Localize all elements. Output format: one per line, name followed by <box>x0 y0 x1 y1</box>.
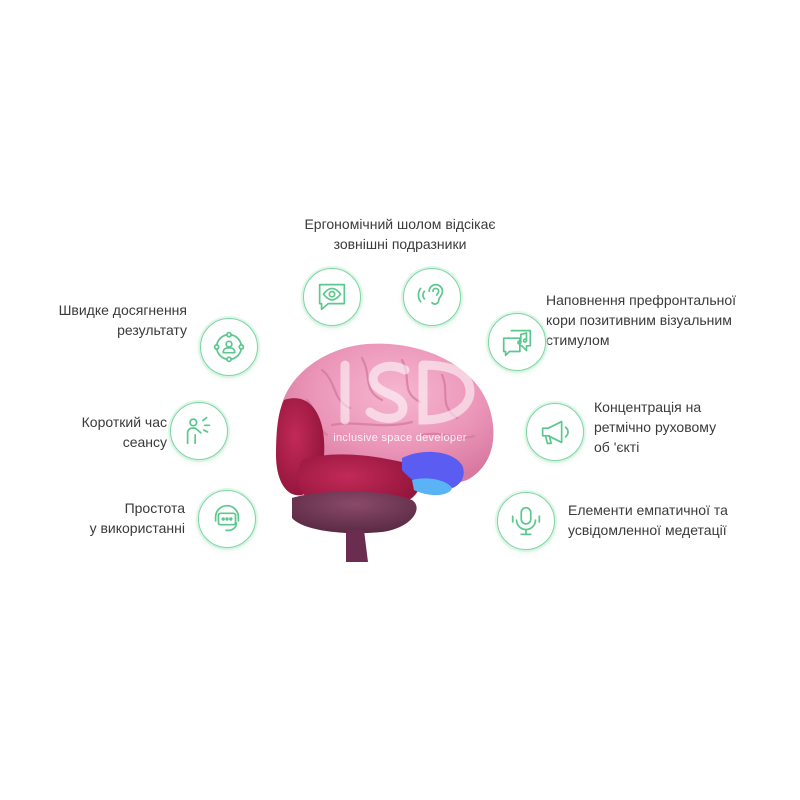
feature-label-right-2: Концентрація на ретмічно руховому об 'єк… <box>594 399 717 455</box>
feature-label-right-1: Наповнення префронтальної кори позитивни… <box>546 292 737 348</box>
stressed-person-icon <box>186 416 211 445</box>
stressed-person-badge <box>170 402 228 460</box>
microphone-badge <box>497 492 555 550</box>
ear-sound-icon <box>417 283 444 305</box>
ear-sound-badge <box>403 268 461 326</box>
feature-label-right-3: Елементи емпатичної та усвідомленної мед… <box>568 502 728 538</box>
feature-label-left-1: Швидке досягнення результату <box>58 302 187 338</box>
feature-label-left-2: Короткий час сеансу <box>81 414 167 450</box>
microphone-icon <box>511 506 541 536</box>
target-person-icon <box>213 331 245 363</box>
eye-chat-badge <box>303 268 361 326</box>
watermark-logo <box>340 360 475 425</box>
watermark-text: inclusive space developer <box>333 432 467 444</box>
eye-chat-icon <box>318 283 346 311</box>
headset-chat-icon <box>214 504 240 532</box>
feature-label-left-3: Простота у використанні <box>89 500 185 536</box>
target-person-badge <box>200 318 258 376</box>
music-chat-badge <box>488 313 546 371</box>
feature-label-top: Ергономічний шолом відсікає зовнішні под… <box>304 216 496 252</box>
megaphone-badge <box>526 403 584 461</box>
headset-chat-badge <box>198 490 256 548</box>
music-chat-icon <box>502 329 532 357</box>
megaphone-icon <box>541 420 569 445</box>
